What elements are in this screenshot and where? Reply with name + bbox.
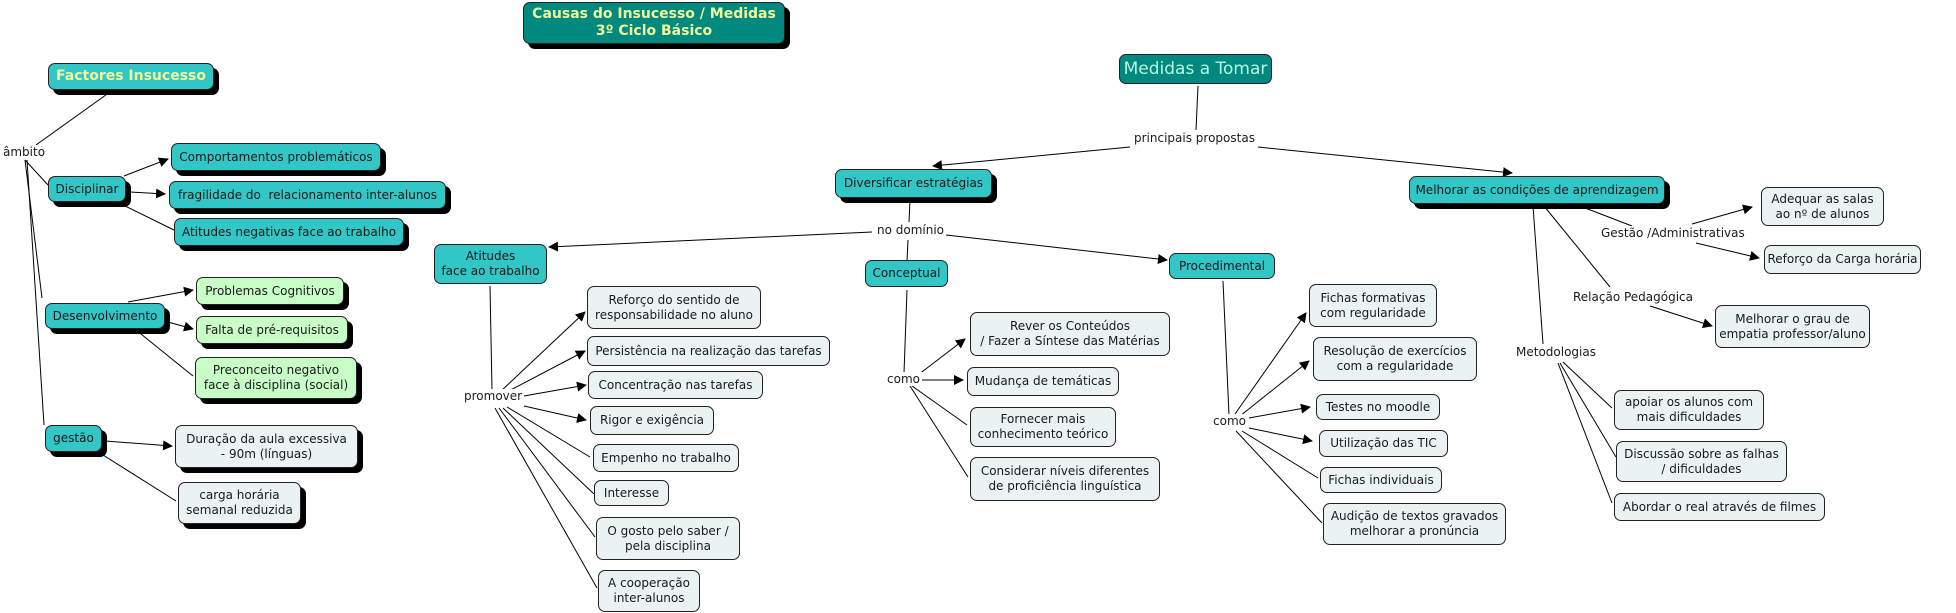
link-no-dominio: no domínio (875, 223, 947, 237)
concept-interesse[interactable]: Interesse (594, 480, 669, 506)
concept-reforco-carga-horaria[interactable]: Reforço da Carga horária (1764, 245, 1921, 274)
concept-melhorar-empatia[interactable]: Melhorar o grau de empatia professor/alu… (1715, 305, 1870, 348)
concept-considerar-niveis[interactable]: Considerar níveis diferentes de proficiê… (970, 457, 1160, 501)
concept-persistencia[interactable]: Persistência na realização das tarefas (587, 336, 830, 366)
concept-rigor-exigencia[interactable]: Rigor e exigência (590, 406, 714, 435)
concept-rever-conteudos[interactable]: Rever os Conteúdos / Fazer a Síntese das… (970, 312, 1170, 356)
link-promover: promover (462, 389, 525, 403)
concept-preconceito[interactable]: Preconceito negativo face à disciplina (… (195, 357, 357, 399)
link-como-procedimental: como (1211, 414, 1248, 428)
concept-problemas-cognitivos[interactable]: Problemas Cognitivos (196, 277, 344, 305)
map-title: Causas do Insucesso / Medidas 3º Ciclo B… (523, 2, 785, 44)
concept-gestao[interactable]: gestão (45, 425, 102, 452)
concept-testes-moodle[interactable]: Testes no moodle (1316, 394, 1440, 420)
concept-concentracao[interactable]: Concentração nas tarefas (588, 371, 763, 399)
concept-fragilidade[interactable]: fragilidade do relacionamento inter-alun… (169, 181, 446, 209)
concept-medidas-a-tomar[interactable]: Medidas a Tomar (1119, 54, 1272, 84)
link-metodologias: Metodologias (1514, 345, 1598, 359)
concept-gosto-saber[interactable]: O gosto pelo saber / pela disciplina (596, 517, 740, 560)
concept-audicao-textos[interactable]: Audição de textos gravados melhorar a pr… (1323, 503, 1506, 545)
concept-diversificar-estrategias[interactable]: Diversificar estratégias (835, 169, 992, 198)
link-como-conceptual: como (885, 372, 922, 386)
concept-procedimental[interactable]: Procedimental (1169, 253, 1275, 279)
link-ambito: âmbito (1, 145, 48, 159)
concept-desenvolvimento[interactable]: Desenvolvimento (45, 303, 165, 329)
concept-empenho[interactable]: Empenho no trabalho (593, 444, 739, 472)
concept-utilizacao-tic[interactable]: Utilização das TIC (1319, 430, 1448, 457)
concept-apoiar-alunos[interactable]: apoiar os alunos com mais dificuldades (1614, 390, 1764, 430)
concept-fornecer-conhecimento[interactable]: Fornecer mais conhecimento teórico (970, 407, 1116, 447)
concept-reforco-responsabilidade[interactable]: Reforço do sentido de responsabilidade n… (587, 286, 761, 329)
concept-mudanca-tematicas[interactable]: Mudança de temáticas (967, 367, 1119, 396)
concept-melhorar-condicoes[interactable]: Melhorar as condições de aprendizagem (1409, 176, 1665, 204)
concept-adequar-salas[interactable]: Adequar as salas ao nº de alunos (1761, 187, 1884, 226)
concept-fichas-formativas[interactable]: Fichas formativas com regularidade (1309, 284, 1437, 327)
link-relacao-pedagogica: Relação Pedagógica (1571, 290, 1695, 304)
concept-resolucao-exercicios[interactable]: Resolução de exercícios com a regularida… (1313, 337, 1477, 381)
concept-atitudes-negativas[interactable]: Atitudes negativas face ao trabalho (174, 218, 404, 246)
concept-abordar-real[interactable]: Abordar o real através de filmes (1614, 493, 1825, 521)
concept-comportamentos[interactable]: Comportamentos problemáticos (171, 143, 381, 171)
concept-discussao-falhas[interactable]: Discussão sobre as falhas / dificuldades (1616, 441, 1787, 482)
concept-falta-pre-requisitos[interactable]: Falta de pré-requisitos (196, 316, 348, 344)
link-principais-propostas: principais propostas (1132, 131, 1257, 145)
concept-disciplinar[interactable]: Disciplinar (48, 176, 126, 202)
concept-duracao-aula[interactable]: Duração da aula excessiva - 90m (línguas… (175, 425, 358, 468)
concept-cooperacao[interactable]: A cooperação inter-alunos (598, 570, 700, 612)
concept-carga-horaria[interactable]: carga horária semanal reduzida (178, 482, 301, 524)
link-gestao-administrativas: Gestão /Administrativas (1599, 226, 1747, 240)
concept-factores-insucesso[interactable]: Factores Insucesso (48, 63, 214, 90)
concept-fichas-individuais[interactable]: Fichas individuais (1320, 467, 1442, 493)
concept-atitudes-face-trabalho[interactable]: Atitudes face ao trabalho (434, 244, 547, 284)
concept-conceptual[interactable]: Conceptual (865, 260, 948, 287)
